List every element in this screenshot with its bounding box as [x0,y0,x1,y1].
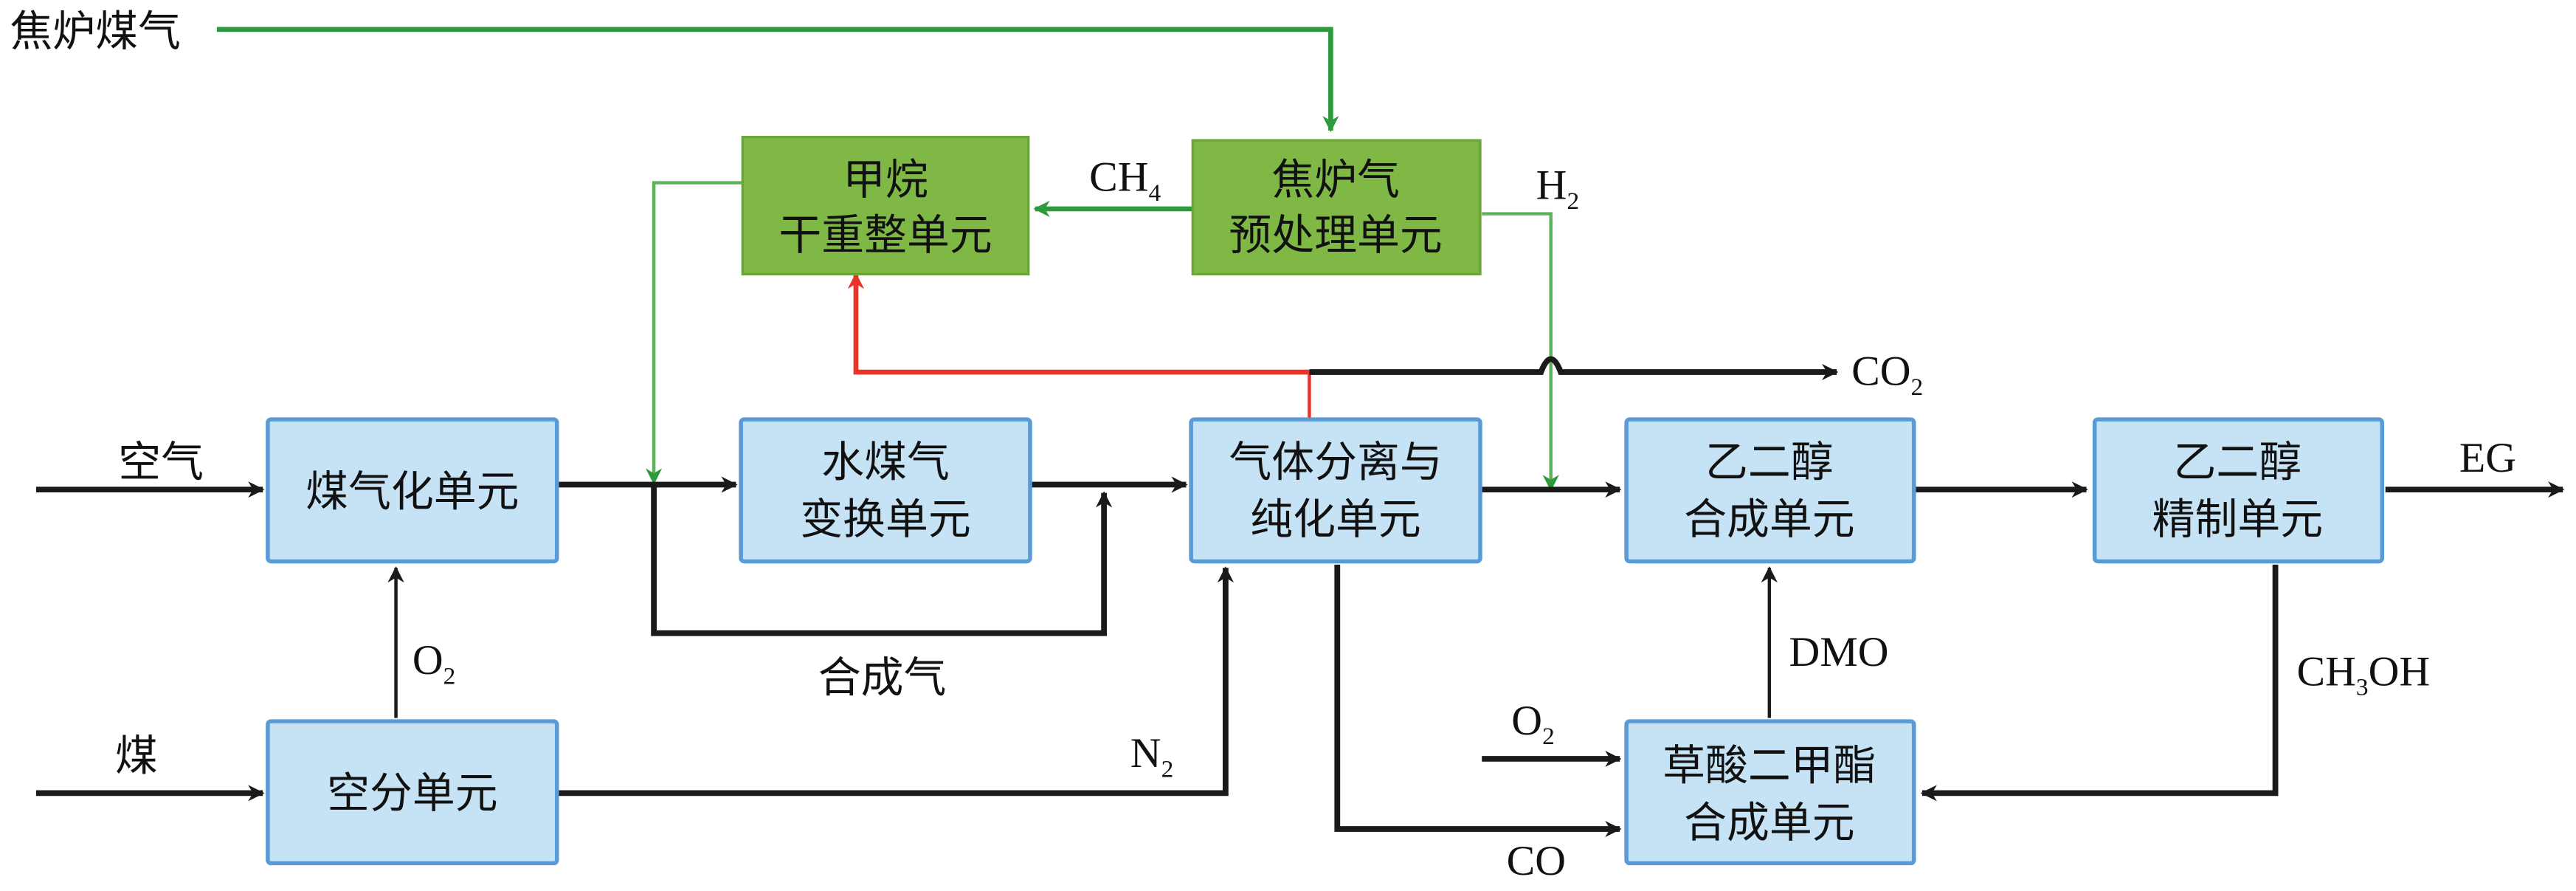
unit-label-line1: 乙二醇 [2174,440,2302,486]
unit-label-line1: 气体分离与 [1229,440,1442,486]
h2-label: H2 [1536,162,1580,215]
co2-label: CO2 [1851,348,1923,401]
co-label: CO [1507,838,1566,884]
dmo-label: DMO [1789,629,1889,675]
co2-recycle-line [847,272,1310,375]
unit-label-line2: 变换单元 [800,497,971,543]
gasification-unit: 煤气化单元 [266,417,559,564]
unit-label-line1: 甲烷 [843,157,928,204]
ch4-label: CH4 [1089,154,1161,207]
dmo-synthesis-unit: 草酸二甲酯 合成单元 [1624,719,1916,866]
unit-label: 煤气化单元 [305,469,519,515]
gas-separation-unit: 气体分离与 纯化单元 [1189,417,1482,564]
coal-label: 煤 [115,734,158,780]
unit-label-line2: 精制单元 [2152,497,2324,543]
coke-oven-gas-label: 焦炉煤气 [10,9,181,55]
unit-label-line1: 焦炉气 [1271,157,1400,204]
n2-label: N2 [1130,730,1174,782]
air-label: 空气 [118,440,204,486]
unit-label-line2: 干重整单元 [778,213,992,259]
coke-oven-gas-line [216,27,1339,133]
unit-label-line1: 草酸二甲酯 [1662,743,1876,790]
methane-dry-reforming-unit: 甲烷 干重整单元 [741,136,1030,276]
syngas-label: 合成气 [818,655,947,701]
unit-label: 空分单元 [327,771,498,817]
h2-line [1482,212,1559,492]
coke-gas-pretreatment-unit: 焦炉气 预处理单元 [1191,139,1482,276]
unit-label-line1: 乙二醇 [1705,440,1834,486]
o2-gasifier-label: O2 [412,637,456,689]
unit-label-line2: 纯化单元 [1250,497,1421,543]
n2-line [558,566,1235,797]
co2-vent-line [1309,356,1839,381]
reformer-output-line [645,181,743,485]
co-line [1334,564,1622,838]
unit-label-line2: 预处理单元 [1229,213,1442,259]
eg-refining-unit: 乙二醇 精制单元 [2092,417,2385,564]
syngas-bypass-line [651,484,1113,636]
unit-label-line2: 合成单元 [1684,497,1855,543]
o2-dmo-label: O2 [1511,698,1555,750]
unit-label-line2: 合成单元 [1684,800,1855,847]
eg-label: EG [2459,435,2516,481]
eg-synthesis-unit: 乙二醇 合成单元 [1624,417,1916,564]
methanol-recycle-line [1920,564,2279,802]
air-separation-unit: 空分单元 [266,719,559,866]
unit-label-line1: 水煤气 [821,440,950,486]
methanol-label: CH3OH [2297,649,2431,701]
water-gas-shift-unit: 水煤气 变换单元 [739,417,1032,564]
